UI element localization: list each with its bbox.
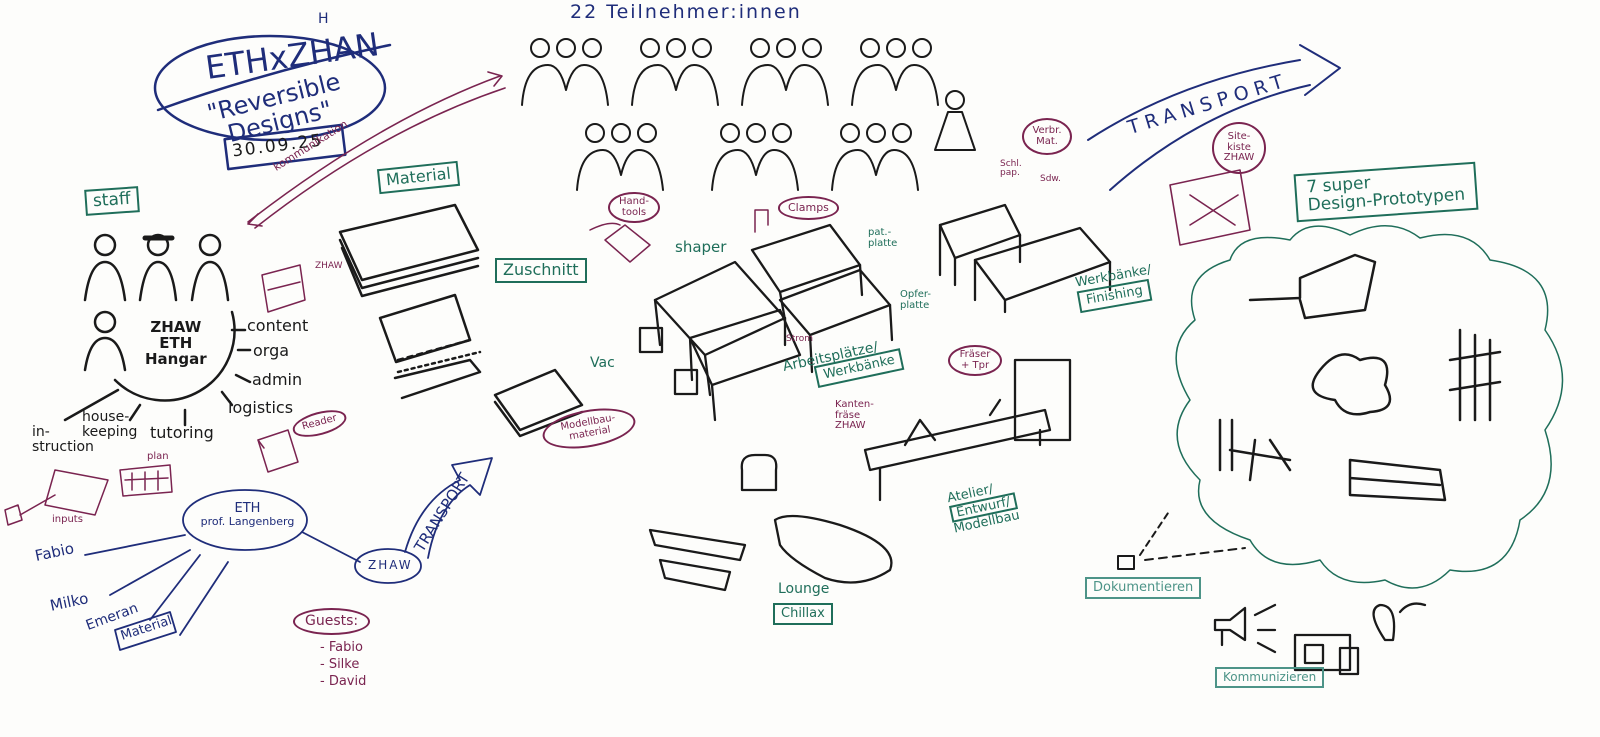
- sitekiste-label: Site-kiste ZHAW: [1212, 122, 1266, 174]
- shaper-label: shaper: [675, 238, 727, 256]
- guest-name: - David: [320, 673, 367, 689]
- material-sheets: [338, 203, 584, 438]
- spoke-tutoring: tutoring: [150, 423, 214, 442]
- saw-label: Sdw.: [1040, 174, 1061, 184]
- spoke-admin: admin: [252, 370, 303, 389]
- lounge-label: Lounge: [778, 581, 830, 597]
- clamps-label: Clamps: [778, 196, 839, 220]
- hub-line: ETH: [159, 333, 193, 352]
- transport-arc: [1087, 44, 1341, 191]
- staff-figures: [83, 233, 230, 372]
- spoke-instruction: in-struction: [32, 424, 94, 455]
- kommunizieren-label: Kommunizieren: [1215, 667, 1325, 688]
- dokumentieren-label: Dokumentieren: [1085, 577, 1202, 599]
- prototypes-cloud: [1175, 224, 1564, 589]
- title-superscript: H: [318, 11, 329, 27]
- spoke-orga: orga: [253, 341, 290, 360]
- guests-list: - Fabio - Silke - David: [320, 640, 366, 691]
- zhaw-note: ZHAW: [315, 261, 343, 271]
- participant-figures: [521, 38, 976, 191]
- staff-label: staff: [84, 186, 140, 216]
- fraeser-label: Fräser + Tpr: [948, 345, 1002, 376]
- spoke-content: content: [247, 316, 309, 335]
- handtools-label: Hand-tools: [608, 192, 660, 223]
- inputs-label: inputs: [52, 514, 83, 525]
- schl-pap-label: Schl. pap.: [1000, 159, 1022, 179]
- participants-count: 22 Teilnehmer:innen: [570, 1, 802, 23]
- opfer-platte-label: Opfer-platte: [900, 289, 931, 311]
- strom-label: Strom: [786, 334, 814, 344]
- hub-line: ZHAW: [150, 318, 202, 336]
- zuschnitt-label: Zuschnitt: [495, 258, 587, 283]
- eth-line: prof. Langenberg: [200, 514, 295, 528]
- flow-arrows: [84, 457, 493, 651]
- plan-label: plan: [147, 451, 169, 462]
- workbenches: [638, 203, 1112, 592]
- spoke-logistics: logistics: [228, 398, 294, 417]
- eth-line: ETH: [234, 501, 261, 516]
- kantenfraese-label: Kanten-fräse ZHAW: [835, 399, 874, 431]
- guest-name: - Silke: [320, 656, 360, 672]
- maroon-objects: [4, 209, 769, 526]
- site-kiste-drawing: [1169, 169, 1251, 246]
- guests-title: Guests:: [293, 608, 371, 635]
- chillax-label: Chillax: [773, 603, 833, 625]
- hub-label: ZHAW ETH Hangar: [145, 318, 207, 368]
- title-ellipse: [153, 34, 392, 171]
- guest-name: - Fabio: [320, 640, 363, 655]
- spoke-housekeeping: house-keeping: [82, 409, 138, 440]
- vac-label: Vac: [590, 355, 615, 371]
- pat-platte-label: pat.-platte: [868, 227, 898, 249]
- eth-label: ETH prof. Langenberg: [200, 502, 295, 527]
- doc-camera: [1117, 509, 1246, 570]
- hub-line: Hangar: [145, 349, 207, 368]
- comm-icons: [1213, 602, 1427, 676]
- kommunikation-arrow: [247, 71, 506, 229]
- flow-zhaw: ZHAW: [368, 558, 413, 572]
- prototype-sketches: [1218, 253, 1502, 502]
- verbr-mat-label: Verbr. Mat.: [1022, 118, 1072, 155]
- hub-circle: [63, 310, 252, 427]
